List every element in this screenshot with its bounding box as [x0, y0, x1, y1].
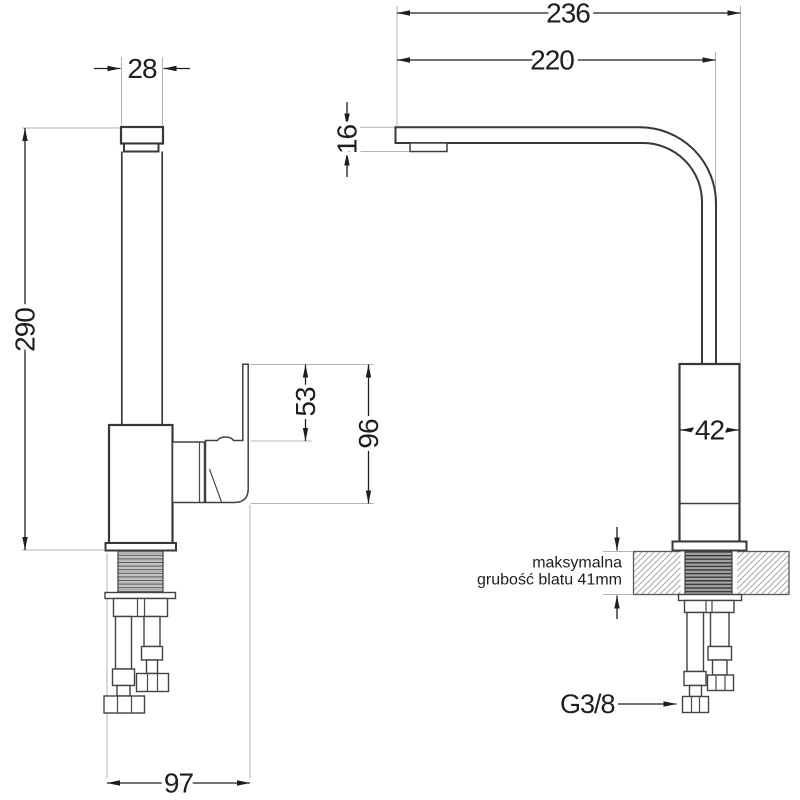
dim-220-text: 220 [530, 45, 574, 76]
dim-236-text: 236 [546, 0, 590, 29]
mounting-nut-front [112, 597, 169, 618]
mounting-washer-side [677, 593, 743, 602]
hose-nut-front-right [135, 672, 170, 693]
mounting-nut-side [683, 599, 735, 614]
front-view [103, 125, 249, 714]
dim-16-text: 16 [332, 125, 363, 155]
dim-53: 53 [286, 364, 325, 441]
countertop-note-line2: grubość blatu 41mm [477, 572, 622, 589]
dim-97-text: 97 [164, 768, 194, 799]
dim-42-text: 42 [695, 415, 725, 446]
dim-16: 16 [328, 102, 367, 177]
dim-96-text: 96 [353, 419, 384, 449]
countertop-section [632, 550, 790, 596]
thread-size-callout: G3/8 [560, 689, 677, 719]
aerator [409, 142, 448, 153]
spout-end-cap [119, 125, 165, 145]
dim-97: 97 [107, 764, 250, 800]
hose-nut-side-right [706, 674, 735, 692]
threaded-shank-side [684, 550, 733, 596]
supply-hoses-side [681, 611, 735, 714]
dim-28-text: 28 [127, 53, 157, 84]
dim-96: 96 [349, 364, 388, 504]
mounting-washer-front [104, 591, 177, 600]
threaded-shank-front [117, 549, 164, 594]
dim-28: 28 [94, 49, 190, 88]
riser-column [120, 151, 164, 425]
dim-220: 220 [397, 41, 716, 80]
extension-lines [22, 6, 741, 778]
dim-290: 290 [6, 128, 45, 550]
countertop-thickness-callout: maksymalna grubość blatu 41mm [477, 527, 622, 619]
countertop-note-line1: maksymalna [532, 555, 622, 572]
dim-236: 236 [397, 0, 741, 33]
faucet-body-side [678, 362, 741, 543]
supply-hoses-front [103, 615, 170, 714]
side-view [394, 126, 790, 714]
handle-lever [204, 363, 249, 504]
hose-nut-front-left [103, 695, 146, 714]
dim-290-text: 290 [10, 308, 41, 352]
base-flange-side [671, 540, 748, 552]
hose-nut-side-left [681, 695, 710, 714]
dim-53-text: 53 [290, 387, 321, 417]
dimensions: 236 220 28 16 290 53 96 [6, 0, 741, 800]
dim-42: 42 [680, 411, 739, 450]
thread-size-text: G3/8 [560, 689, 615, 719]
spout-end-inset [123, 142, 160, 153]
handle-mechanism [171, 363, 249, 504]
faucet-body-front [107, 423, 174, 545]
base-flange-front [104, 542, 177, 552]
